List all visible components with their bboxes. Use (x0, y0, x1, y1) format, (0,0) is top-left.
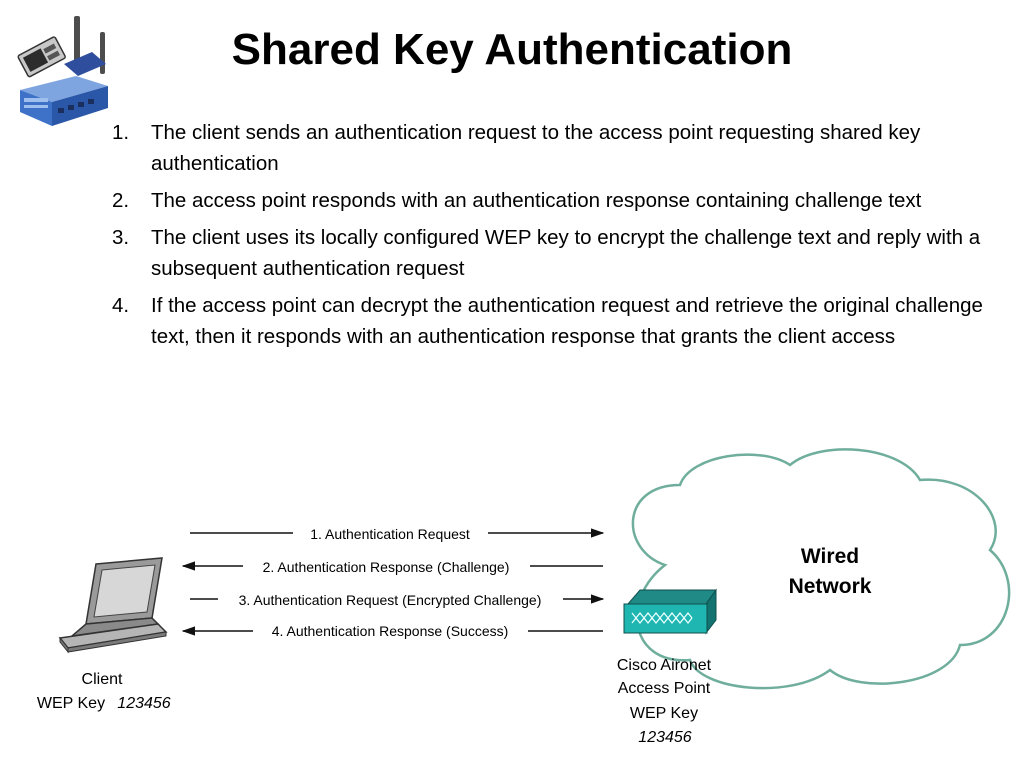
access-point-key-value: 123456 (638, 729, 691, 746)
cloud-icon (631, 448, 1011, 690)
laptop-icon (58, 557, 168, 654)
step-text: The client uses its locally configured W… (151, 226, 981, 280)
step-text: If the access point can decrypt the auth… (151, 294, 983, 348)
authentication-diagram: Wired Network 1. Authentication Request … (37, 448, 1011, 746)
steps-list: 1. The client sends an authentication re… (112, 117, 1012, 358)
message-arrow-2: 2. Authentication Response (Challenge) (181, 559, 603, 575)
message-label: 4. Authentication Response (Success) (272, 623, 509, 639)
message-arrow-1: 1. Authentication Request (190, 526, 605, 542)
slide-title: Shared Key Authentication (231, 25, 793, 74)
message-label: 2. Authentication Response (Challenge) (263, 559, 510, 575)
message-arrow-3: 3. Authentication Request (Encrypted Cha… (190, 592, 605, 608)
access-point-key-label: WEP Key (630, 705, 698, 722)
access-point-icon (623, 588, 717, 635)
message-arrow-4: 4. Authentication Response (Success) (181, 623, 603, 639)
router-logo-icon (17, 16, 108, 126)
step-item: 1. The client sends an authentication re… (112, 117, 1012, 179)
client-key-value: 123456 (117, 695, 170, 712)
client-label: Client (82, 671, 123, 688)
network-label-line2: Network (789, 575, 872, 598)
client-key-label: WEP Key (37, 695, 105, 712)
step-number: 2. (112, 189, 130, 212)
access-point-label-line2: Access Point (618, 680, 711, 697)
step-item: 2. The access point responds with an aut… (112, 185, 1012, 216)
step-item: 3. The client uses its locally configure… (112, 222, 1012, 284)
step-number: 1. (112, 121, 130, 144)
step-number: 4. (112, 294, 130, 317)
network-label-line1: Wired (801, 545, 859, 568)
step-text: The access point responds with an authen… (151, 189, 922, 212)
access-point-label-line1: Cisco Aironet (617, 657, 712, 674)
message-label: 3. Authentication Request (Encrypted Cha… (239, 592, 542, 608)
step-text: The client sends an authentication reque… (151, 121, 921, 175)
step-number: 3. (112, 226, 130, 249)
message-label: 1. Authentication Request (310, 526, 470, 542)
step-item: 4. If the access point can decrypt the a… (112, 290, 1012, 352)
